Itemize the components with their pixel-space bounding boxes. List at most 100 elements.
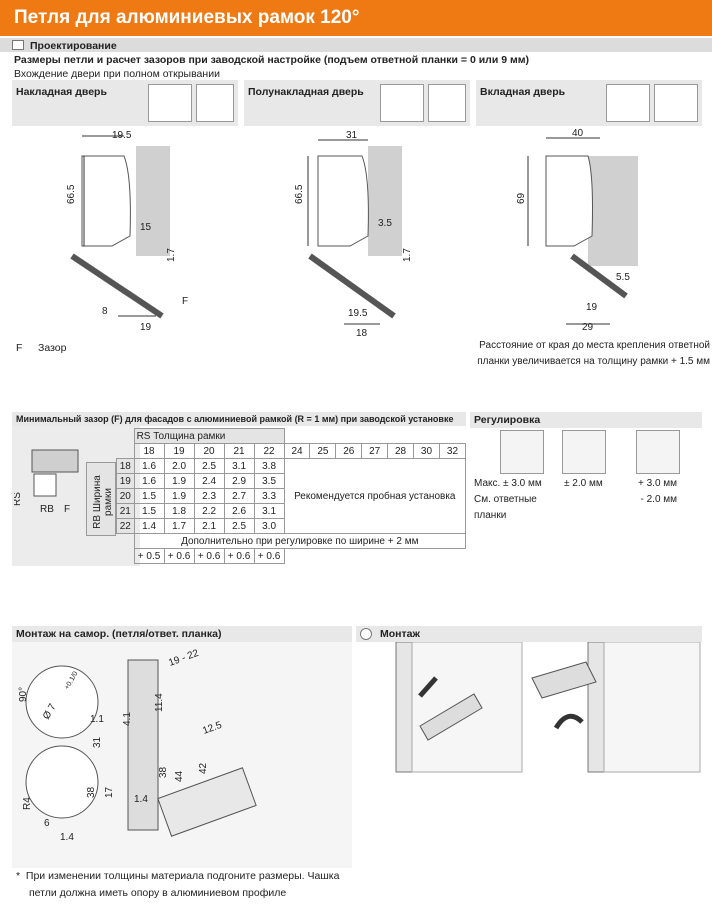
table-cell: 2.6: [223, 503, 255, 519]
dim-label: 17: [104, 786, 115, 798]
legend-value: Зазор: [38, 342, 67, 354]
table-cell: 2.1: [193, 518, 225, 534]
overlay-door-diagram: 19.5 66.5 15 1.7 F 8 19: [66, 130, 188, 333]
corner-cell: [116, 428, 135, 444]
rs-header: RS Толщина рамки: [133, 428, 285, 444]
rs-value: 25: [309, 443, 337, 459]
adjust-item: + 3.0 мм - 2.0 мм: [638, 476, 677, 508]
adjust-line: Макс. ± 3.0 мм: [474, 478, 542, 489]
adjust-line: + 3.0 мм: [638, 478, 678, 489]
dim-label: 1.4: [134, 794, 148, 805]
dim-label: 31: [92, 736, 103, 748]
table-cell: 2.0: [163, 458, 195, 474]
rs-value: 20: [193, 443, 225, 459]
table-cell: 1.9: [163, 488, 195, 504]
thumb-hinge-icon: [148, 84, 192, 122]
blank-cell: [116, 443, 135, 459]
dim-label: 11.4: [154, 693, 165, 712]
dim-gap: 5.5: [616, 272, 630, 283]
table-cell: 2.5: [223, 518, 255, 534]
rs-value: 30: [413, 443, 440, 459]
inset-door-diagram: 40 69 5.5 19 29: [516, 128, 638, 333]
table-cell: 1.5: [133, 503, 165, 519]
note-line: * При изменении толщины материала подгон…: [16, 870, 340, 882]
hinge-shape: [81, 155, 131, 247]
column-title: Накладная дверь: [16, 86, 107, 98]
dim-top: 19.5: [112, 130, 132, 141]
column-title: Полунакладная дверь: [248, 86, 364, 98]
dim-label: 38: [86, 786, 97, 798]
hinge-shape: [545, 155, 593, 247]
rb-value: 21: [116, 503, 135, 519]
dim-gap: 15: [140, 222, 152, 233]
extra-note-row: Дополнительно при регулировке по ширине …: [116, 533, 467, 549]
table-cell: 1.6: [133, 458, 165, 474]
table-cell: 1.5: [133, 488, 165, 504]
mount-screw-note: * При изменении толщины материала подгон…: [16, 868, 339, 902]
dim-mid: 19: [586, 302, 598, 313]
rs-value: 26: [335, 443, 363, 459]
detail-circle: [25, 665, 99, 739]
detail-circle: [25, 745, 99, 819]
table-row: 20 1.5 1.9 2.3 2.7 3.3: [116, 488, 466, 504]
frame-shape: [395, 642, 413, 773]
mount-screw-diagram: 90° Ø 7 +0.1/0 1.1 R4 6 1.4 38 31 19 - 2…: [12, 642, 352, 868]
tool-icon: [360, 628, 372, 640]
dim-top: 40: [572, 128, 584, 139]
rb-value: 22: [116, 518, 135, 534]
rs-values-row: 18 19 20 21 22 24 25 26 27 28 30 32: [116, 443, 467, 459]
adjust-side-icon: [562, 430, 606, 474]
dim-label: 1.1: [90, 714, 104, 725]
frame-shape: [587, 642, 605, 773]
rs-value: 19: [163, 443, 195, 459]
blank-cell: [284, 549, 465, 564]
profile-shape: [33, 473, 57, 497]
extra-values-row: + 0.5 + 0.6 + 0.6 + 0.6 + 0.6: [116, 548, 466, 564]
arrow-icon: [418, 676, 438, 698]
thumb-profile-icon: [196, 84, 234, 122]
extra-value: + 0.6: [223, 548, 255, 564]
rb-header-cell: RB Ширина рамки: [86, 462, 116, 536]
table-row: 22 1.4 1.7 2.1 2.5 3.0: [116, 518, 466, 534]
mount-title-label: Монтаж: [380, 628, 420, 640]
blank-cell: [283, 428, 466, 444]
section-design-label: Проектирование: [30, 40, 117, 52]
design-subheading: Вхождение двери при полном открывании: [14, 68, 220, 80]
extra-value: + 0.6: [163, 548, 195, 564]
thumb-hinge-icon: [380, 84, 424, 122]
dim-left: 8: [102, 306, 108, 317]
dim-lift: 1.7: [166, 248, 177, 262]
column-title: Вкладная дверь: [480, 86, 566, 98]
door-shape: [603, 642, 701, 773]
rb-value: 20: [116, 488, 135, 504]
rs-value: 32: [438, 443, 467, 459]
page-title: Петля для алюминиевых рамок 120°: [0, 0, 712, 36]
table-cell: 3.0: [253, 518, 285, 534]
ruler-icon: [12, 40, 24, 50]
rb-value: 18: [116, 458, 135, 474]
label-rs: RS: [14, 492, 23, 506]
dim-label: 38: [158, 766, 169, 778]
thumb-hinge-icon: [606, 84, 650, 122]
dim-label: 42: [198, 762, 209, 774]
door-arm-shape: [570, 253, 628, 299]
profile-shape: [127, 659, 159, 831]
table-cell: 3.8: [253, 458, 285, 474]
extra-value: + 0.5: [133, 548, 165, 564]
section-design: Проектирование: [0, 38, 712, 52]
table-cell: 2.4: [193, 473, 225, 489]
mount-diagram: [395, 642, 701, 773]
rb-value: 19: [116, 473, 135, 489]
dim-height: 66.5: [294, 184, 305, 204]
dim-bottom: 18: [356, 328, 368, 336]
mount-title: Монтаж: [356, 626, 702, 642]
door-arm-shape: [70, 253, 164, 319]
half-overlay-door-diagram: 31 66.5 3.5 1.7 19.5 18: [294, 130, 413, 336]
door-arm-shape: [308, 253, 396, 319]
frame-shape: [136, 146, 170, 256]
table-cell: 3.1: [253, 503, 285, 519]
label-f: F: [64, 504, 70, 515]
dim-label: 6: [44, 818, 50, 829]
frame-shape: [31, 449, 79, 473]
frame-shape: [588, 156, 638, 266]
